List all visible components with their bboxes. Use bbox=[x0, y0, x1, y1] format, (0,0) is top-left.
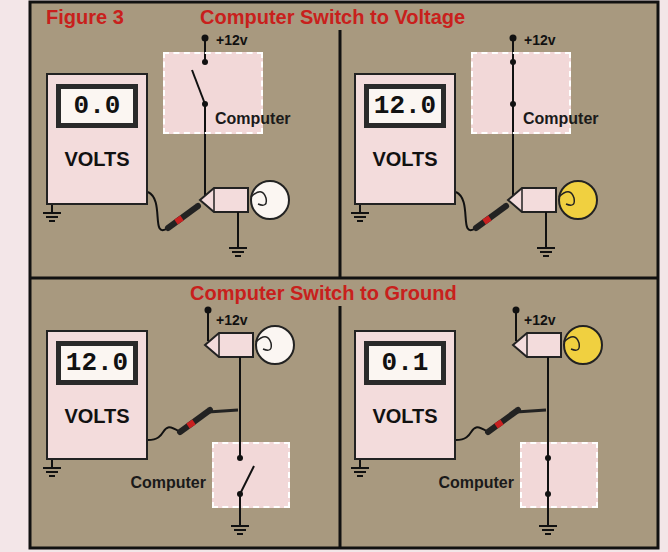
voltmeter: 0.1VOLTS bbox=[354, 330, 456, 460]
meter-unit: VOLTS bbox=[64, 148, 129, 171]
computer-label: Computer bbox=[215, 110, 291, 128]
voltmeter: 12.0VOLTS bbox=[354, 73, 456, 205]
voltmeter: 12.0VOLTS bbox=[46, 330, 148, 460]
section-heading: Computer Switch to Ground bbox=[190, 282, 457, 305]
supply-label: +12v bbox=[524, 312, 556, 328]
computer-box: Computer bbox=[520, 442, 598, 508]
meter-reading: 0.1 bbox=[364, 341, 446, 385]
meter-reading: 12.0 bbox=[56, 341, 138, 385]
supply-label: +12v bbox=[524, 32, 556, 48]
computer-box: Computer bbox=[212, 442, 290, 508]
computer-box: Computer bbox=[163, 52, 263, 134]
computer-label: Computer bbox=[523, 110, 599, 128]
meter-unit: VOLTS bbox=[372, 405, 437, 428]
computer-label: Computer bbox=[130, 474, 206, 492]
supply-label: +12v bbox=[216, 312, 248, 328]
meter-reading: 12.0 bbox=[364, 84, 446, 128]
computer-box: Computer bbox=[471, 52, 571, 134]
section-heading: Computer Switch to Voltage bbox=[200, 6, 465, 29]
figure-title: Figure 3 bbox=[46, 6, 124, 29]
voltmeter: 0.0VOLTS bbox=[46, 73, 148, 205]
meter-unit: VOLTS bbox=[64, 405, 129, 428]
supply-label: +12v bbox=[216, 32, 248, 48]
meter-unit: VOLTS bbox=[372, 148, 437, 171]
meter-reading: 0.0 bbox=[56, 84, 138, 128]
computer-label: Computer bbox=[438, 474, 514, 492]
